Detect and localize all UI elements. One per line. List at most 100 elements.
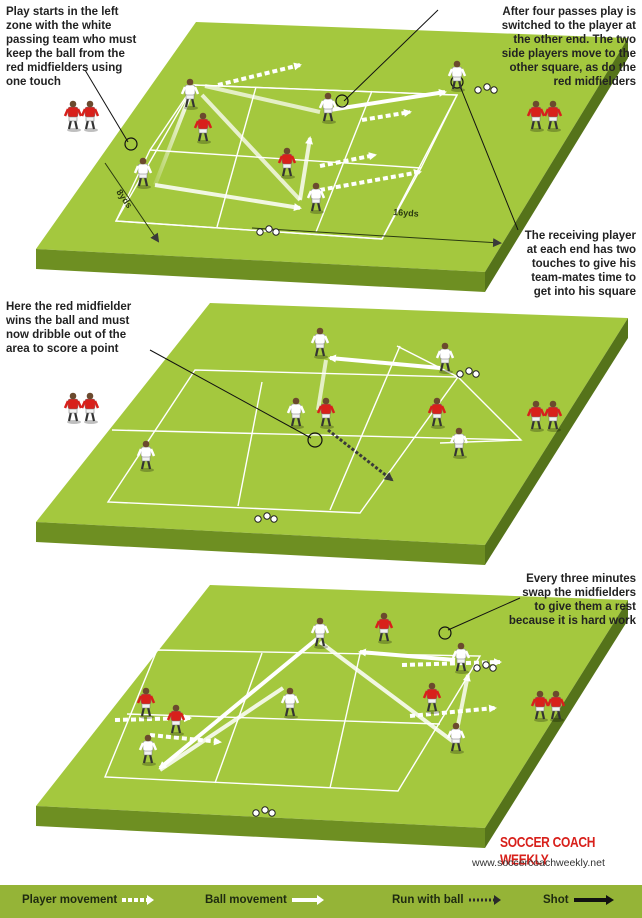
red-player <box>422 682 442 714</box>
football <box>254 515 262 523</box>
football <box>456 370 464 378</box>
brand-url: www.soccercoachweekly.net <box>472 857 605 869</box>
brand-logo: SOCCER COACH WEEKLY <box>500 833 596 868</box>
shot-icon <box>573 895 614 905</box>
red-player <box>80 100 100 132</box>
pitch-1-side-edge <box>485 38 628 292</box>
white-player <box>310 617 330 649</box>
annotation-pointers <box>84 9 521 640</box>
red-player <box>543 100 563 132</box>
red-player <box>277 147 297 179</box>
red-player <box>193 112 213 144</box>
player-run-arrow <box>361 109 412 122</box>
legend-player-movement-label: Player movement <box>22 894 118 906</box>
football <box>272 228 280 236</box>
football <box>268 809 276 817</box>
ball-pass-arrow <box>298 136 313 201</box>
pitch-2-area-lines <box>106 369 460 514</box>
football <box>465 367 473 375</box>
football <box>490 86 498 94</box>
white-player <box>280 687 300 719</box>
red-player <box>427 397 447 429</box>
football <box>256 228 264 236</box>
red-player <box>63 392 83 424</box>
red-player <box>546 690 566 722</box>
red-player <box>526 400 546 432</box>
red-player <box>63 100 83 132</box>
pitch-3-front-edge <box>36 806 485 848</box>
run-with-ball-arrow <box>327 428 394 482</box>
pitch-3 <box>36 585 628 848</box>
annotation-after-four-passes: After four passes play is switched to th… <box>501 6 636 88</box>
white-player <box>138 734 158 766</box>
legend-run-with-ball: Run with ball <box>392 894 502 906</box>
length-dimension-label: 16yds <box>393 207 419 219</box>
football <box>270 515 278 523</box>
pitch-2-right-zone <box>396 345 523 444</box>
pitch-1-front-edge <box>36 249 485 292</box>
annotation-receiving-player: The receiving player at each end has two… <box>524 230 636 298</box>
pitch-1-mid-line <box>216 86 257 228</box>
legend-shot: Shot <box>543 894 615 906</box>
pitch-2-side-edge <box>485 318 628 565</box>
football <box>263 512 271 520</box>
white-player <box>447 60 467 92</box>
white-player <box>310 327 330 359</box>
legend-bar: Player movement Ball movement Run with b… <box>0 885 642 918</box>
player-run-arrow <box>114 714 192 723</box>
focus-circle <box>307 432 323 448</box>
pitch-2-line-b <box>329 345 401 511</box>
pitch-2-surface <box>36 303 628 545</box>
annotation-red-wins-ball: Here the red midfielder wins the ball an… <box>6 301 132 355</box>
football <box>472 370 480 378</box>
ball-pass-arrow <box>358 648 456 662</box>
player-run-arrow <box>319 169 422 192</box>
annotation-swap-midfielders: Every three minutes swap the midfielders… <box>508 573 636 627</box>
balls-layer <box>252 83 498 817</box>
ball-pass-arrow <box>328 354 441 370</box>
football <box>473 664 481 672</box>
legend-run-with-ball-label: Run with ball <box>392 894 464 906</box>
player-run-arrow <box>319 152 377 168</box>
focus-circle <box>335 94 349 108</box>
red-player <box>80 392 100 424</box>
player-run-arrow <box>409 704 497 718</box>
football <box>252 809 260 817</box>
pitch-1-width-marker <box>104 162 160 243</box>
pitch-2-arrows <box>316 354 441 482</box>
red-player <box>136 687 156 719</box>
legend-ball-movement-label: Ball movement <box>205 894 287 906</box>
pitch-2-line-a <box>237 381 263 507</box>
ball-pass-arrow <box>318 640 457 745</box>
run-with-ball-icon <box>468 895 501 905</box>
ball-movement-icon <box>291 895 324 905</box>
football <box>265 225 273 233</box>
pitch-3-line-b <box>329 653 361 789</box>
pitch-1-length-marker <box>251 227 502 248</box>
white-player <box>451 642 471 674</box>
legend-player-movement: Player movement <box>22 894 155 906</box>
player-run-arrow <box>149 733 222 746</box>
legend-shot-label: Shot <box>543 894 569 906</box>
white-player <box>180 78 200 110</box>
white-player <box>435 342 455 374</box>
ball-pass-arrow <box>316 359 328 411</box>
white-player <box>446 722 466 754</box>
player-run-arrow <box>217 62 302 87</box>
pitch-2-front-edge <box>36 522 485 565</box>
red-player <box>166 704 186 736</box>
pitch-1-surface <box>36 22 628 272</box>
focus-circle <box>124 137 138 151</box>
player-movement-icon <box>122 895 155 905</box>
football <box>482 661 490 669</box>
red-player <box>530 690 550 722</box>
legend-ball-movement: Ball movement <box>205 894 325 906</box>
white-player <box>133 157 153 189</box>
red-player <box>526 100 546 132</box>
white-player <box>318 92 338 124</box>
white-player <box>286 397 306 429</box>
white-player <box>136 440 156 472</box>
pitch-1 <box>36 22 628 292</box>
